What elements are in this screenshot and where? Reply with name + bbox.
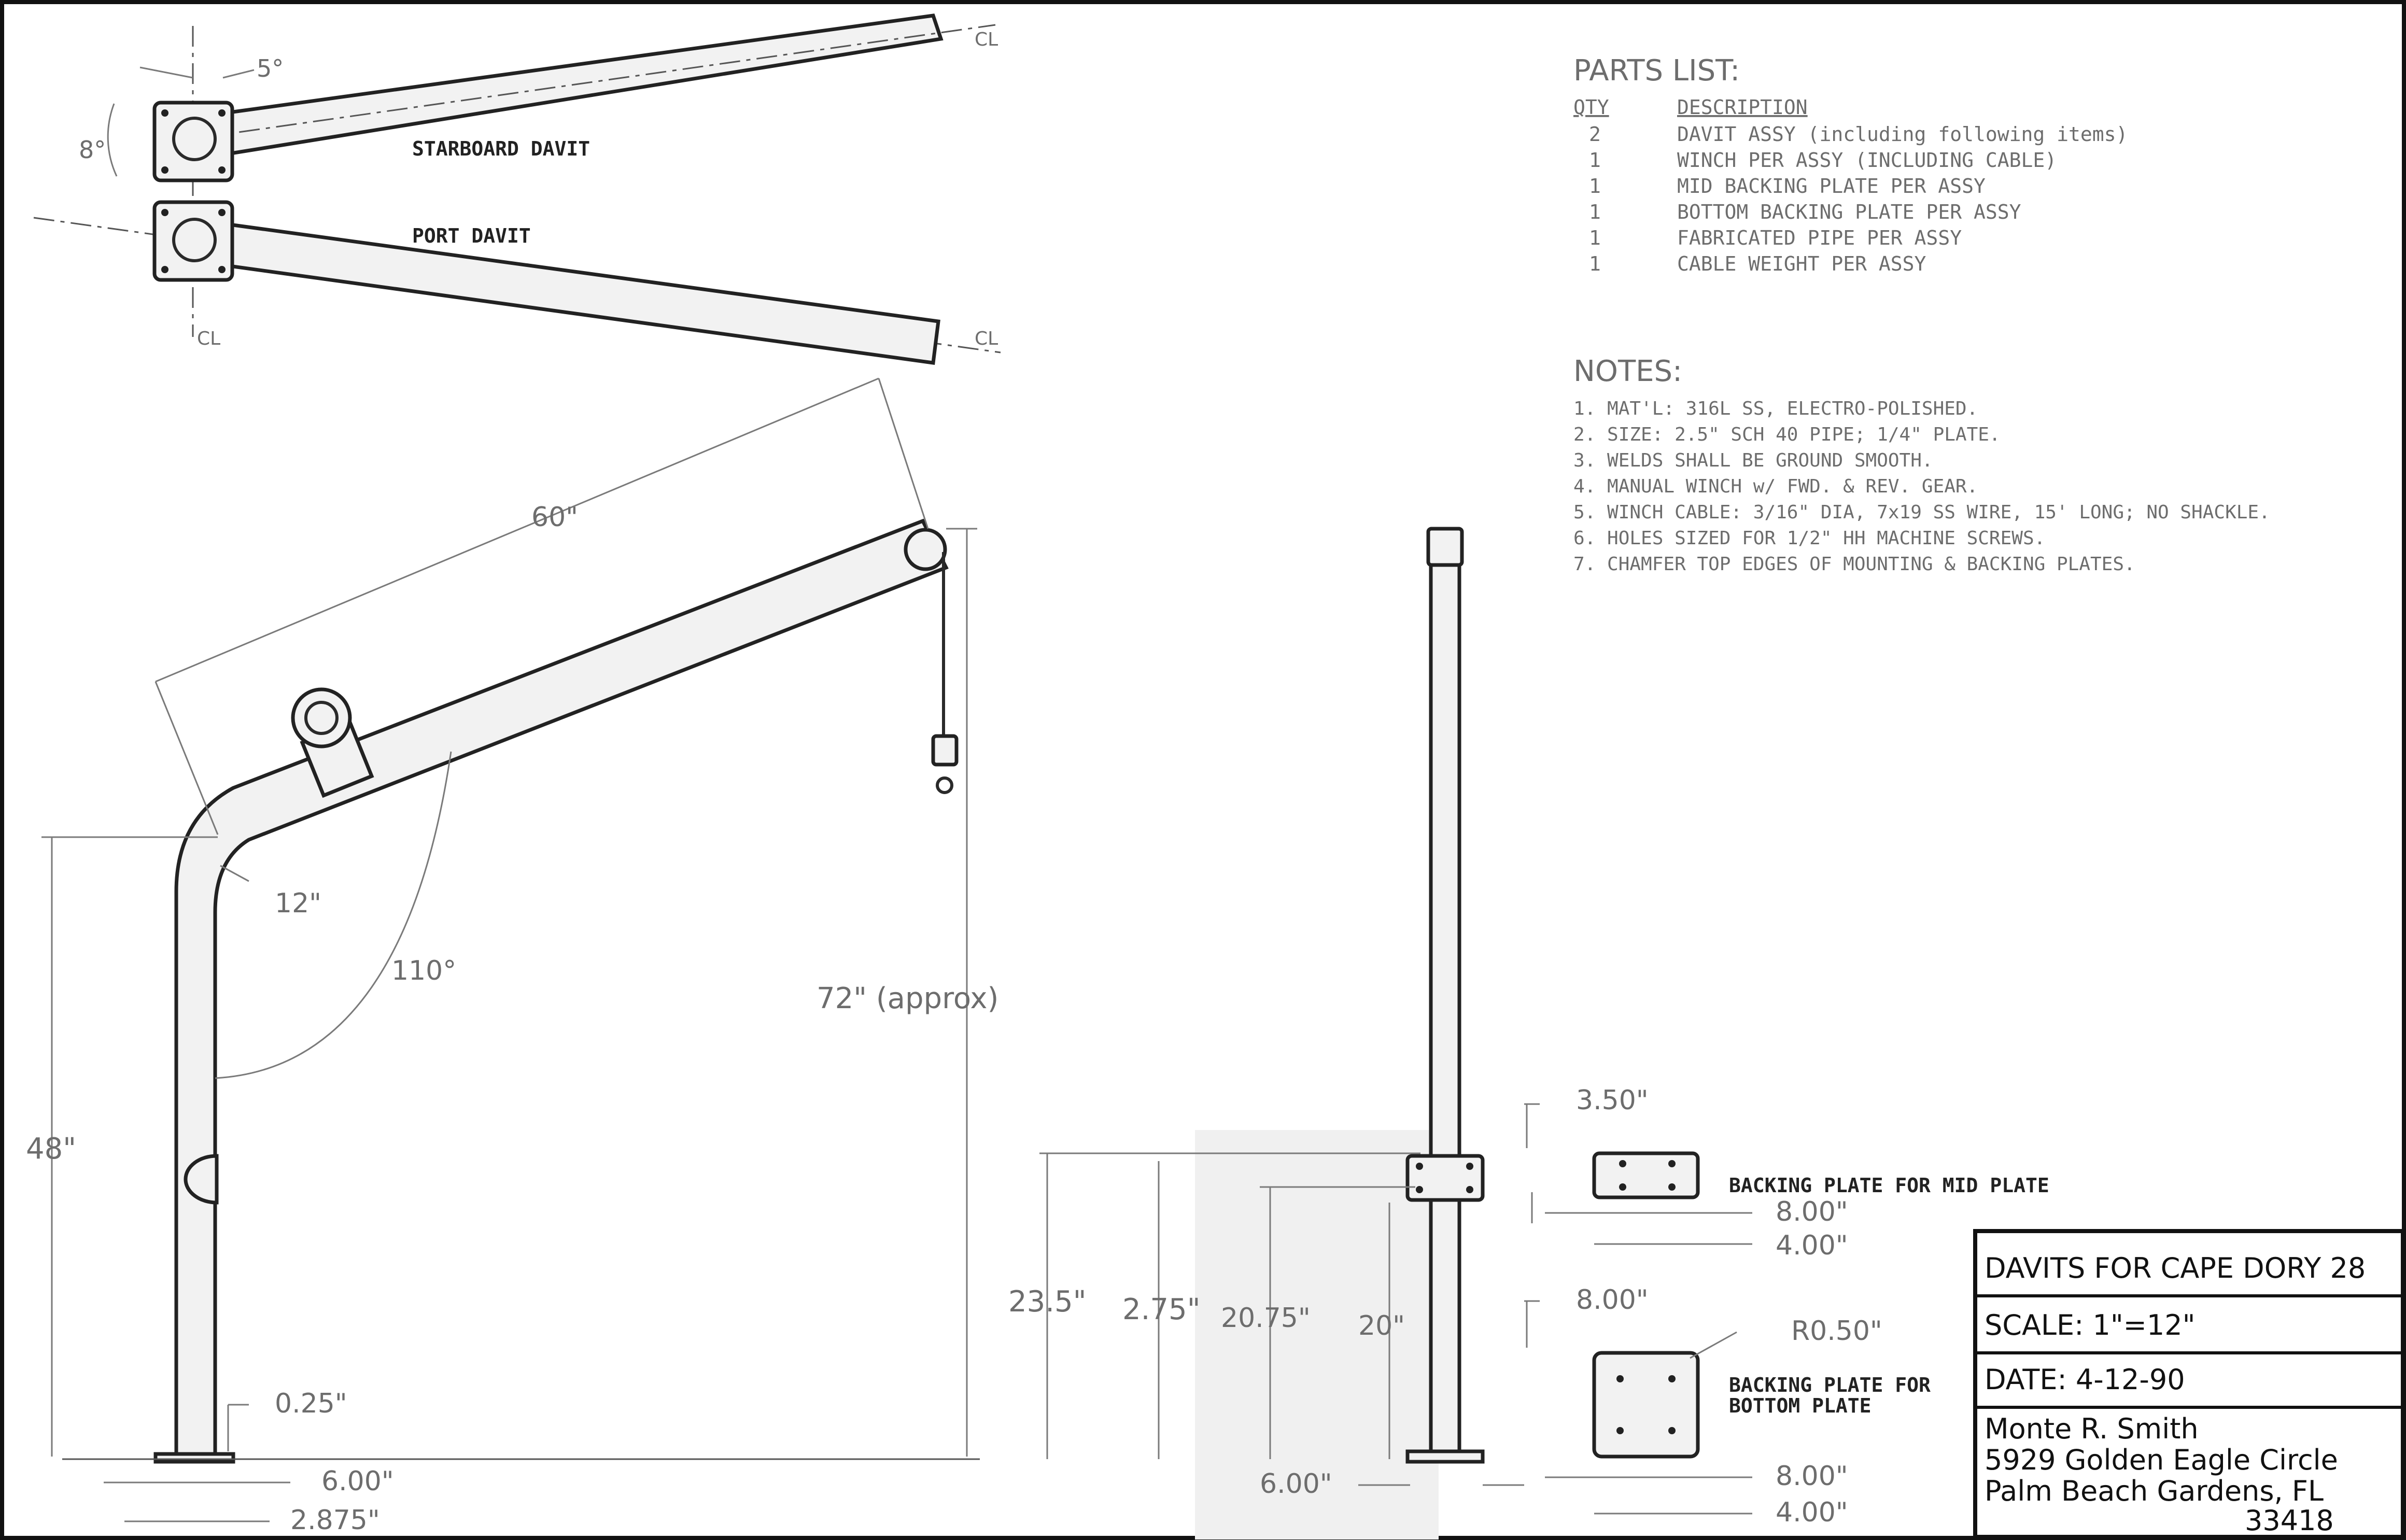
- port-davit-label: PORT DAVIT: [412, 224, 531, 247]
- title-block-name: Monte R. Smith: [1985, 1412, 2199, 1445]
- qty-header: QTY: [1573, 96, 1609, 119]
- parts-desc-4: BOTTOM BACKING PLATE PER ASSY: [1677, 201, 2021, 223]
- dim-23.5: 23.5": [1008, 1285, 1086, 1319]
- parts-qty-1: 2: [1589, 123, 1601, 146]
- title-block-address-2: Palm Beach Gardens, FL: [1985, 1475, 2324, 1507]
- bottom-backing-plate: [1592, 1351, 1700, 1459]
- mid-mounting-plate: [1405, 1154, 1485, 1202]
- sheave-icon: [904, 528, 947, 571]
- parts-qty-4: 1: [1589, 201, 1601, 223]
- note-1: 1. MAT'L: 316L SS, ELECTRO-POLISHED.: [1573, 398, 1978, 419]
- dim-20: 20": [1358, 1310, 1405, 1341]
- parts-qty-3: 1: [1589, 175, 1601, 197]
- notes-title: NOTES:: [1573, 355, 1682, 388]
- title-block-scale: SCALE: 1"=12": [1985, 1309, 2195, 1341]
- parts-desc-1: DAVIT ASSY (including following items): [1677, 123, 2128, 146]
- bottom-plate-label-1: BACKING PLATE FOR: [1729, 1374, 1931, 1396]
- note-4: 4. MANUAL WINCH w/ FWD. & REV. GEAR.: [1573, 476, 1978, 497]
- parts-list-title: PARTS LIST:: [1573, 54, 1740, 88]
- mid-plate-label: BACKING PLATE FOR MID PLATE: [1729, 1174, 2049, 1197]
- dim-0.25: 0.25": [275, 1388, 347, 1419]
- notes: NOTES: 1. MAT'L: 316L SS, ELECTRO-POLISH…: [1573, 355, 2270, 575]
- title-block-title: DAVITS FOR CAPE DORY 28: [1985, 1252, 2366, 1284]
- parts-desc-6: CABLE WEIGHT PER ASSY: [1677, 252, 1926, 275]
- parts-desc-5: FABRICATED PIPE PER ASSY: [1677, 227, 1962, 249]
- side-view: 60" 12" 110° 72" (approx) 48" 0.25" 6.00…: [26, 377, 998, 1536]
- parts-qty-6: 1: [1589, 252, 1601, 275]
- title-block-address-1: 5929 Golden Eagle Circle: [1985, 1444, 2338, 1476]
- bottom-dim-4.00: 4.00": [1776, 1497, 1848, 1528]
- dim-2.75: 2.75": [1122, 1293, 1200, 1326]
- note-6: 6. HOLES SIZED FOR 1/2" HH MACHINE SCREW…: [1573, 528, 2045, 549]
- top-view: STARBOARD DAVIT CL 5° 8° PORT DAVIT CL C…: [33, 13, 1001, 365]
- post-cap: [1426, 527, 1464, 567]
- cl-label-left: CL: [197, 328, 220, 349]
- bottom-dim-8.00: 8.00": [1776, 1461, 1848, 1492]
- bottom-dim-8.00-top: 8.00": [1576, 1284, 1649, 1316]
- title-block-zip: 33418: [2245, 1504, 2334, 1537]
- dim-110: 110°: [391, 955, 456, 986]
- starboard-davit-label: STARBOARD DAVIT: [412, 137, 590, 160]
- cable-weight-icon: [931, 734, 959, 767]
- parts-qty-2: 1: [1589, 149, 1601, 172]
- note-5: 5. WINCH CABLE: 3/16" DIA, 7x19 SS WIRE,…: [1573, 502, 2270, 523]
- dim-48: 48": [26, 1132, 76, 1166]
- parts-qty-5: 1: [1589, 227, 1601, 249]
- mid-dim-4.00: 4.00": [1776, 1230, 1848, 1261]
- note-7: 7. CHAMFER TOP EDGES OF MOUNTING & BACKI…: [1573, 554, 2135, 575]
- note-3: 3. WELDS SHALL BE GROUND SMOOTH.: [1573, 450, 1933, 471]
- bottom-radius: R0.50": [1791, 1316, 1882, 1347]
- title-block-date: DATE: 4-12-90: [1985, 1363, 2185, 1396]
- dim-60: 60": [531, 502, 578, 533]
- parts-desc-3: MID BACKING PLATE PER ASSY: [1677, 175, 1986, 197]
- backing-plates: 3.50" BACKING PLATE FOR MID PLATE 8.00" …: [1524, 1085, 2049, 1528]
- angle-5-label: 5°: [257, 54, 284, 82]
- dim-6.00-front: 6.00": [1260, 1468, 1332, 1500]
- title-block: DAVITS FOR CAPE DORY 28 SCALE: 1"=12" DA…: [1973, 1229, 2405, 1539]
- cl-label-bottom: CL: [975, 328, 998, 349]
- desc-header: DESCRIPTION: [1677, 96, 1808, 119]
- dim-72: 72" (approx): [817, 982, 998, 1015]
- bottom-plate-label-2: BOTTOM PLATE: [1729, 1394, 1872, 1417]
- cl-label-top: CL: [975, 29, 998, 50]
- winch-drum-icon: [291, 687, 352, 748]
- angle-8-label: 8°: [79, 136, 106, 164]
- mid-backing-plate: [1592, 1151, 1700, 1199]
- front-view: 23.5" 2.75" 20.75" 20" 6.00": [1008, 527, 1524, 1539]
- parts-desc-2: WINCH PER ASSY (INCLUDING CABLE): [1677, 149, 2057, 172]
- dim-6.00-side: 6.00": [321, 1466, 394, 1497]
- note-2: 2. SIZE: 2.5" SCH 40 PIPE; 1/4" PLATE.: [1573, 424, 2001, 445]
- dim-20.75: 20.75": [1221, 1303, 1311, 1334]
- dim-12: 12": [275, 888, 321, 919]
- dim-2.875: 2.875": [290, 1505, 380, 1536]
- mid-dim-8.00: 8.00": [1776, 1196, 1848, 1227]
- parts-list: PARTS LIST: QTY DESCRIPTION 2 DAVIT ASSY…: [1573, 54, 2128, 275]
- mid-dim-3.50: 3.50": [1576, 1085, 1649, 1116]
